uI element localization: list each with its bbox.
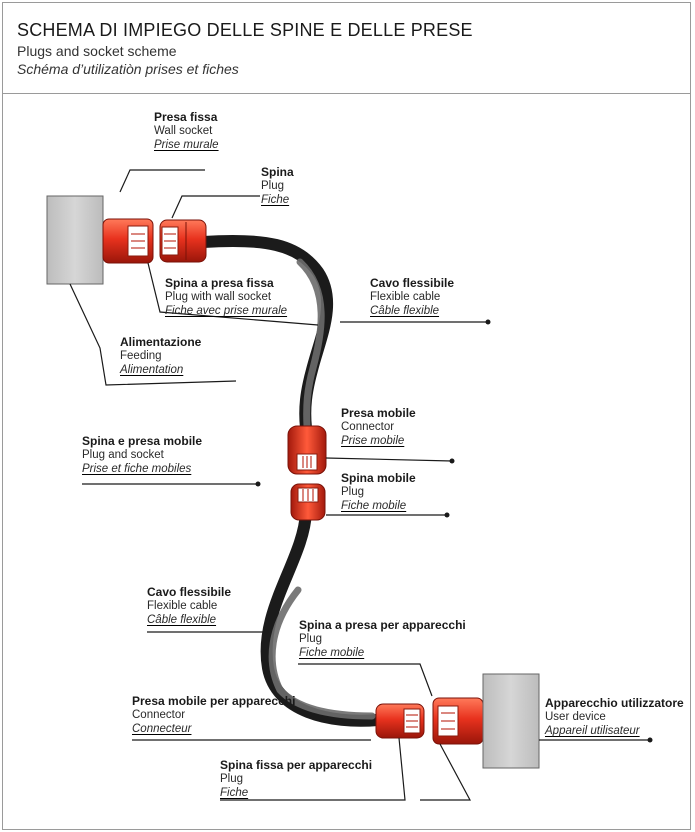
label-plug-socket-en: Plug and socket: [82, 449, 164, 461]
leader-lines: [69, 169, 650, 801]
label-appliance-connector-en: Connector: [132, 709, 186, 721]
label-plug-mobile-it: Spina mobile: [341, 471, 416, 485]
label-connector-mobile-en: Connector: [341, 421, 395, 433]
label-appliance-connector-it: Presa mobile per apparecchi: [132, 694, 296, 708]
label-connector-mobile-it: Presa mobile: [341, 406, 416, 420]
label-connector-mobile-fr: Prise mobile: [341, 435, 405, 447]
label-feeding-fr: Alimentation: [120, 364, 184, 376]
label-wall-socket-it: Presa fissa: [154, 110, 218, 124]
mobile-plug: [290, 483, 326, 521]
wall-block: [46, 195, 104, 285]
wall-socket: [102, 218, 154, 264]
label-plug-top-fr: Fiche: [261, 194, 290, 206]
label-flexible-cable-bottom-en: Flexible cable: [147, 600, 218, 612]
leader-dots: [255, 319, 653, 743]
label-connector-mobile: Presa mobile Connector Prise mobile: [341, 406, 416, 448]
label-feeding: Alimentazione Feeding Alimentation: [120, 335, 201, 377]
label-appliance-connector: Presa mobile per apparecchi Connector Co…: [132, 694, 295, 736]
label-appliance-plug-en: Plug: [220, 773, 244, 785]
label-user-device-it: Apparecchio utilizzatore: [545, 696, 684, 710]
label-appliance-plug-it: Spina fissa per apparecchi: [220, 758, 373, 772]
label-appliance-inlet-fr: Fiche mobile: [299, 647, 365, 659]
label-flexible-cable-top: Cavo flessibile Flexible cable Câble fle…: [370, 276, 454, 318]
label-flexible-cable-bottom-fr: Câble flexible: [147, 614, 217, 626]
label-wall-socket-fr: Prise murale: [154, 139, 219, 151]
header: SCHEMA DI IMPIEGO DELLE SPINE E DELLE PR…: [2, 2, 691, 94]
appliance-inlet: [432, 697, 484, 745]
label-flexible-cable-top-fr: Câble flexible: [370, 305, 440, 317]
label-appliance-connector-fr: Connecteur: [132, 723, 192, 735]
label-appliance-plug: Spina fissa per apparecchi Plug Fiche: [220, 758, 372, 800]
label-flexible-cable-bottom-it: Cavo flessibile: [147, 585, 232, 599]
user-device-block: [482, 673, 540, 769]
page-subtitle-fr: Schéma d’utilizatiòn prises et fiches: [17, 61, 239, 77]
label-plug-mobile-fr: Fiche mobile: [341, 500, 407, 512]
label-flexible-cable-bottom: Cavo flessibile Flexible cable Câble fle…: [147, 585, 231, 627]
label-plug-socket: Spina e presa mobile Plug and socket Pri…: [82, 434, 202, 476]
label-user-device: Apparecchio utilizzatore User device App…: [545, 696, 684, 738]
label-plug-top-en: Plug: [261, 180, 285, 192]
label-user-device-fr: Appareil utilisateur: [545, 725, 640, 737]
label-appliance-plug-fr: Fiche: [220, 787, 249, 799]
label-flexible-cable-top-en: Flexible cable: [370, 291, 441, 303]
label-plug-top-it: Spina: [261, 165, 294, 179]
appliance-connector: [375, 703, 425, 739]
flexible-cable-lower: [260, 506, 384, 727]
plug-top: [159, 219, 207, 263]
label-plug-socket-it: Spina e presa mobile: [82, 434, 203, 448]
label-plug-wall-socket-fr: Fiche avec prise murale: [165, 305, 288, 317]
label-wall-socket-en: Wall socket: [154, 125, 213, 137]
label-plug-socket-fr: Prise et fiche mobiles: [82, 463, 192, 475]
label-appliance-inlet: Spina a presa per apparecchi Plug Fiche …: [299, 618, 466, 660]
label-wall-socket: Presa fissa Wall socket Prise murale: [154, 110, 219, 152]
page-subtitle-en: Plugs and socket scheme: [17, 43, 177, 59]
label-appliance-inlet-en: Plug: [299, 633, 323, 645]
label-plug-mobile: Spina mobile Plug Fiche mobile: [341, 471, 416, 513]
label-user-device-en: User device: [545, 711, 606, 723]
label-feeding-en: Feeding: [120, 350, 162, 362]
label-plug-wall-socket-it: Spina a presa fissa: [165, 276, 274, 290]
mobile-connector: [287, 425, 327, 475]
page-title: SCHEMA DI IMPIEGO DELLE SPINE E DELLE PR…: [17, 20, 473, 40]
label-plug-top: Spina Plug Fiche: [261, 165, 294, 207]
label-plug-mobile-en: Plug: [341, 486, 365, 498]
flexible-cable-lower-shade: [268, 586, 376, 720]
label-plug-wall-socket: Spina a presa fissa Plug with wall socke…: [165, 276, 287, 318]
label-plug-wall-socket-en: Plug with wall socket: [165, 291, 272, 303]
label-appliance-inlet-it: Spina a presa per apparecchi: [299, 618, 466, 632]
label-flexible-cable-top-it: Cavo flessibile: [370, 276, 455, 290]
label-feeding-it: Alimentazione: [120, 335, 202, 349]
flexible-cable-upper-shade: [296, 258, 325, 430]
